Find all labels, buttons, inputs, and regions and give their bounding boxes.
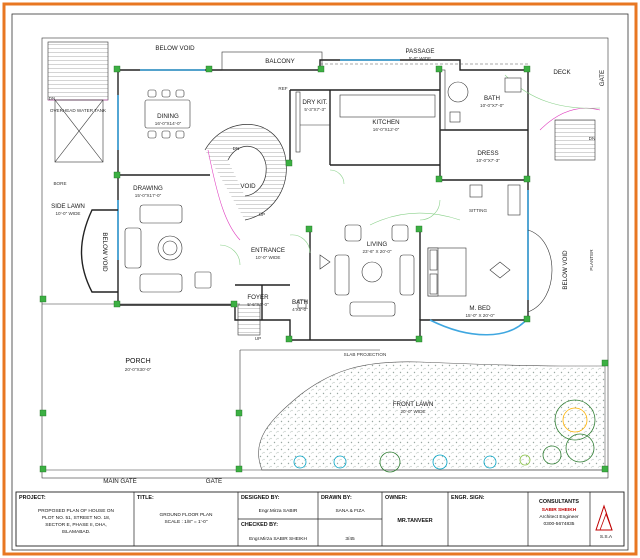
consultant-line-0: CONSULTANTS <box>539 499 579 505</box>
room-16-size: 20'-0"X30'-0" <box>125 367 152 372</box>
room-4-size: 16'-0"X14'-0" <box>155 121 182 126</box>
main-gate-label: MAIN GATE <box>103 478 137 485</box>
master-bed <box>427 247 511 297</box>
owner-value: MR.TANVEER <box>397 518 432 524</box>
building-walls <box>117 59 529 341</box>
room-17-size: 20'-0" WIDE <box>401 409 426 414</box>
title-label: TITLE: <box>137 495 154 501</box>
room-12-name: LIVING <box>367 241 387 248</box>
room-3-name: DECK <box>553 69 571 76</box>
room-labels: BELOW VOID BALCONY PASSAGE 5'-0" WIDE DE… <box>51 45 571 414</box>
overhead-tank-label: OVERHEAD WATER TANK <box>50 108 107 113</box>
project-line-2: SECTOR E, PHASE II, DHA, <box>45 522 107 528</box>
designed-value: Engr.Mirza SABIR <box>259 508 298 514</box>
sheet-number: 3/45 <box>345 536 355 542</box>
room-14-size: 5'-6"X6'-0" <box>247 302 269 307</box>
title-line-0: GROUND FLOOR PLAN <box>159 512 213 518</box>
designed-label: DESIGNED BY: <box>241 495 280 501</box>
bore-label: BORE <box>53 181 66 186</box>
project-line-0: PROPOSED PLAN OF HOUSE ON <box>38 508 115 514</box>
dn-label-right: DN <box>589 136 596 141</box>
planter-label: PLANTER <box>589 249 594 271</box>
room-2-name: PASSAGE <box>405 48 434 55</box>
room-5-name: DRY KIT. <box>302 99 327 106</box>
room-13-size: 15'-0" X 20'-0" <box>465 313 494 318</box>
room-14-name: FOYER <box>247 294 269 301</box>
entry-steps <box>237 304 261 336</box>
dn-label-stair: DN <box>233 146 240 151</box>
checked-label: CHECKED BY: <box>241 522 278 528</box>
room-6-name: KITCHEN <box>372 119 399 126</box>
room-16-name: PORCH <box>125 358 150 365</box>
curved-staircase <box>204 124 287 241</box>
drawn-label: DRAWN BY: <box>321 495 352 501</box>
room-4-name: DINING <box>157 113 179 120</box>
room-2-size: 5'-0" WIDE <box>409 56 431 61</box>
room-1-name: BALCONY <box>265 58 295 65</box>
logo-text: S.S.A <box>600 534 613 540</box>
room-8-name: DRESS <box>477 150 498 157</box>
void-label: VOID <box>240 183 256 190</box>
garden-plants <box>293 399 596 473</box>
title-line-1: SCALE : 1/8" = 1'-0" <box>164 519 207 525</box>
front-lawn-area <box>258 361 606 471</box>
checked-value: Engr.Mirza SABIR SHEIKH <box>249 536 307 542</box>
sitting-label: SITTING <box>469 208 488 213</box>
below-void-right-label: BELOW VOID <box>562 250 569 290</box>
room-13-name: M. BED <box>469 305 491 312</box>
drawing-sofas <box>124 204 212 293</box>
engr-sign-label: ENGR. SIGN: <box>451 495 485 501</box>
below-void-left-label: BELOW VOID <box>101 232 108 272</box>
right-stair <box>554 119 596 161</box>
room-10-size: 10'-0" WIDE <box>56 211 81 216</box>
room-10-name: SIDE LAWN <box>51 203 85 210</box>
side-bay <box>80 209 118 293</box>
title-block: PROJECT: PROPOSED PLAN OF HOUSE ON PLOT … <box>15 491 625 547</box>
up-label-steps: UP <box>255 336 261 341</box>
room-11-name: ENTRANCE <box>251 247 285 254</box>
drawn-value: SANA & FIZA <box>335 508 365 514</box>
room-6-size: 16'-0"X12'-0" <box>373 127 400 132</box>
room-7-size: 10'-0"X7'-0" <box>480 103 504 108</box>
ref-label: REF <box>278 86 287 91</box>
room-0-name: BELOW VOID <box>155 45 195 52</box>
room-9-size: 15'-0"X17'-0" <box>135 193 162 198</box>
dn-label-left: DN <box>49 96 56 101</box>
door-swings <box>219 169 461 266</box>
consultant-line-3: 0300-5674835 <box>544 521 575 527</box>
room-12-size: 23'-6" X 20'-0" <box>362 249 391 254</box>
dining-table <box>144 89 191 139</box>
room-7-name: BATH <box>484 95 500 102</box>
right-bay <box>527 229 553 313</box>
consultant-line-1: SABIR SHEIKH <box>542 507 577 513</box>
misc-labels: VOID OVERHEAD WATER TANK SITTING REF DN … <box>49 70 606 485</box>
project-line-3: ISLAMABAD. <box>62 529 91 535</box>
overhead-tank <box>54 99 104 163</box>
project-label: PROJECT: <box>19 495 46 501</box>
inner-frame <box>11 13 629 551</box>
slab-projection-label: SLAB PROJECTION <box>344 352 387 357</box>
balcony-outline <box>221 51 323 71</box>
room-11-size: 10'-0" WIDE <box>256 255 281 260</box>
top-left-stair <box>47 41 109 101</box>
consultant-logo-icon: S.S.A <box>595 504 613 540</box>
room-17-name: FRONT LAWN <box>393 401 434 408</box>
gate-right-label: GATE <box>599 70 606 86</box>
gate-label: GATE <box>206 478 222 485</box>
owner-label: OWNER: <box>385 495 408 501</box>
plot-boundary <box>41 37 609 479</box>
room-15-size: 4'X5'-0" <box>292 307 308 312</box>
living-sofas <box>319 224 415 317</box>
room-9-name: DRAWING <box>133 185 163 192</box>
room-5-size: 5'-3"X7'-3" <box>304 107 326 112</box>
consultant-line-2: Architect Engineer <box>539 514 579 520</box>
up-label-stair: UP <box>259 212 265 217</box>
columns <box>39 65 609 473</box>
room-15-name: BATH <box>292 299 308 306</box>
project-line-1: PLOT NO. 51, STREET NO. 18, <box>42 515 110 521</box>
room-8-size: 10'-0"X7'-3" <box>476 158 500 163</box>
